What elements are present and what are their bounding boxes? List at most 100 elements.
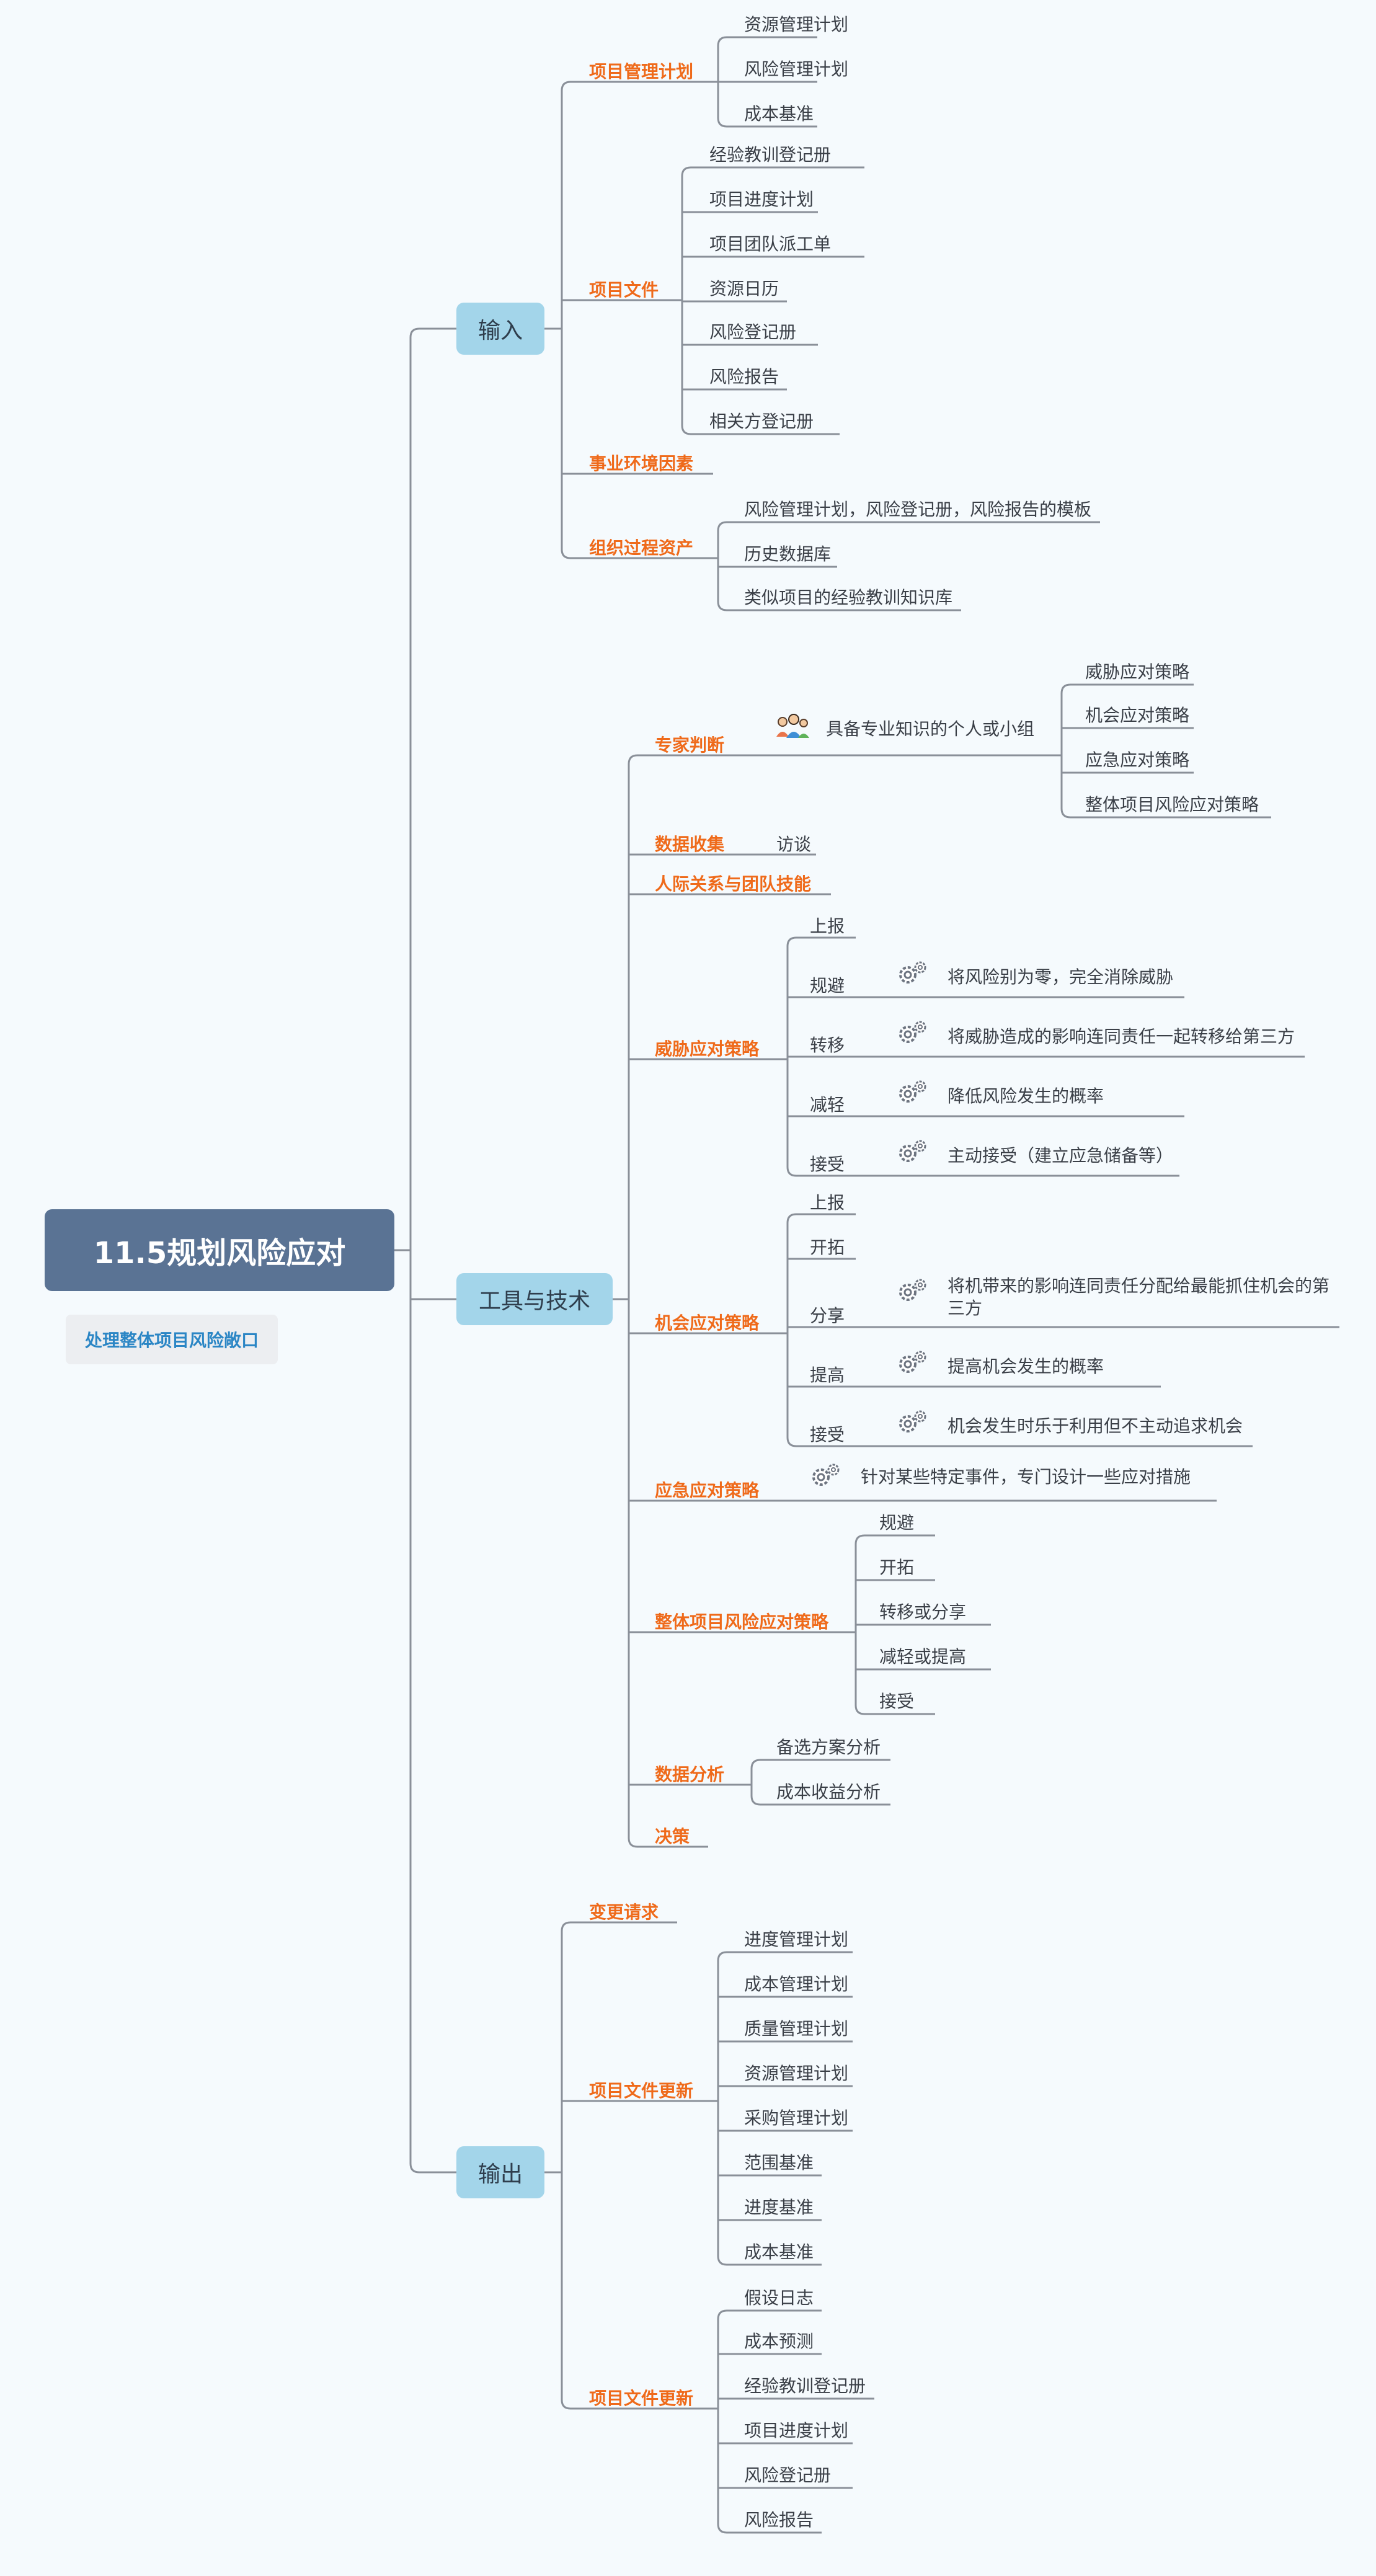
cat-overall: 整体项目风险应对策略 (655, 1612, 829, 1632)
cat-interpersonal: 人际关系与团队技能 (655, 874, 812, 894)
root-topic: 11.5规划风险应对 (45, 1209, 394, 1291)
leaf-plan-item: 成本基准 (744, 104, 814, 124)
leaf-doc-item: 项目进度计划 (709, 189, 814, 210)
leaf-plan-update-item: 进度管理计划 (744, 1929, 849, 1950)
opportunity-strategy-desc: 提高机会发生的概率 (948, 1356, 1104, 1377)
leaf-doc-item: 经验教训登记册 (709, 144, 832, 165)
cat-collect: 数据收集 (655, 834, 725, 855)
analysis-bracket-branch (750, 1759, 890, 1785)
leaf-expert-item: 整体项目风险应对策略 (1085, 794, 1259, 815)
gears-icon (812, 1463, 840, 1486)
leaf-overall-item: 转移或分享 (879, 1602, 967, 1622)
leaf-overall-item: 减轻或提高 (879, 1646, 967, 1667)
leaf-doc-item: 风险报告 (709, 366, 779, 387)
opportunity-strategy-name: 接受 (810, 1424, 845, 1445)
leaf-opa-item: 历史数据库 (744, 544, 832, 564)
leaf-analysis-item: 成本收益分析 (776, 1782, 881, 1802)
threat-bracket-branch (786, 936, 856, 1059)
leaf-doc-item: 风险登记册 (709, 322, 797, 342)
output-bracket-branch (561, 1921, 677, 2172)
plan-update-bracket-branch (717, 1951, 853, 2101)
cat-expert: 专家判断 (655, 735, 725, 755)
plan-bracket-branch (717, 36, 817, 82)
threat-bracket-branch (786, 1059, 1179, 1177)
plan-update-bracket-branch (717, 2101, 822, 2266)
cat-project-docs: 项目文件 (589, 280, 659, 300)
leaf-plan-item: 风险管理计划 (744, 59, 849, 79)
leaf-opa-item: 风险管理计划，风险登记册，风险报告的模板 (744, 499, 1092, 520)
opportunity-strategy-desc: 将机带来的影响连同责任分配给最能抓住机会的第三方 (948, 1276, 1330, 1318)
leaf-docs-update-item: 风险登记册 (744, 2465, 832, 2485)
main-branch (409, 1250, 456, 2174)
opa-bracket-branch (717, 558, 961, 611)
plan-bracket-branch (717, 82, 817, 128)
leaf-plan-update-item: 质量管理计划 (744, 2019, 849, 2039)
leaf-plan-update-item: 资源管理计划 (744, 2063, 849, 2084)
cat-analysis: 数据分析 (655, 1764, 725, 1785)
leaf-overall-item: 接受 (879, 1691, 915, 1712)
leaf-docs-update-item: 假设日志 (744, 2288, 814, 2308)
cat-change: 变更请求 (589, 1902, 659, 1922)
leaf-expert-item: 应急应对策略 (1085, 750, 1190, 770)
cat-eef: 事业环境因素 (589, 453, 694, 474)
leaf-doc-item: 项目团队派工单 (709, 234, 832, 254)
cat-threat: 威胁应对策略 (655, 1039, 760, 1059)
major-input: 输入 (456, 303, 544, 355)
cat-plan-update: 项目文件更新 (589, 2081, 694, 2101)
leaf-opa-item: 类似项目的经验教训知识库 (744, 587, 953, 608)
gears-icon (899, 1080, 926, 1103)
docs-bracket-branch (681, 166, 864, 300)
input-bracket-branch (561, 81, 713, 329)
output-bracket-branch (561, 2172, 713, 2410)
leaf-docs-update-item: 项目进度计划 (744, 2420, 849, 2441)
gears-icon (899, 1279, 926, 1301)
cat-project-plan: 项目管理计划 (589, 61, 694, 82)
opportunity-strategy-desc: 机会发生时乐于利用但不主动追求机会 (948, 1416, 1243, 1436)
leaf-plan-update-item: 成本基准 (744, 2242, 814, 2262)
gears-icon (899, 1410, 926, 1432)
leaf-analysis-item: 备选方案分析 (776, 1737, 881, 1757)
leaf-doc-item: 资源日历 (709, 278, 779, 299)
opportunity-strategy-name: 分享 (810, 1305, 845, 1326)
leaf-overall-item: 开拓 (879, 1557, 915, 1578)
opportunity-bracket-branch (786, 1213, 856, 1333)
threat-strategy-name: 接受 (810, 1154, 845, 1175)
threat-strategy-name: 转移 (810, 1035, 845, 1055)
threat-strategy-name: 规避 (810, 975, 845, 996)
cat-decision: 决策 (655, 1826, 690, 1847)
gears-icon (899, 1021, 926, 1043)
threat-strategy-desc: 将威胁造成的影响连同责任一起转移给第三方 (948, 1026, 1295, 1047)
docs-update-bracket-branch (717, 2409, 822, 2534)
overall-bracket-branch (854, 1632, 935, 1715)
threat-strategy-desc: 将风险别为零，完全消除威胁 (948, 967, 1174, 987)
leaf-expert-item: 威胁应对策略 (1085, 662, 1190, 682)
cat-docs-update: 项目文件更新 (589, 2388, 694, 2409)
gears-icon (899, 961, 926, 984)
leaf-overall-item: 规避 (879, 1512, 915, 1533)
leaf-plan-update-item: 采购管理计划 (744, 2108, 849, 2128)
threat-strategy-name: 减轻 (810, 1095, 845, 1115)
leaf-plan-item: 资源管理计划 (744, 14, 849, 35)
gears-icon (899, 1140, 926, 1162)
leaf-docs-update-item: 成本预测 (744, 2331, 814, 2352)
major-output: 输出 (456, 2146, 544, 2198)
docs-bracket-branch (681, 300, 840, 435)
gears-icon (899, 1351, 926, 1373)
leaf-docs-update-item: 风险报告 (744, 2510, 814, 2530)
opportunity-strategy-name: 开拓 (810, 1237, 845, 1258)
collect-interview: 访谈 (776, 834, 812, 855)
threat-strategy-desc: 降低风险发生的概率 (948, 1086, 1104, 1106)
opportunity-bracket-branch (786, 1333, 1253, 1447)
leaf-plan-update-item: 进度基准 (744, 2197, 814, 2218)
analysis-bracket-branch (750, 1785, 890, 1806)
leaf-doc-item: 相关方登记册 (709, 411, 814, 432)
expert-bracket-branch (1060, 683, 1194, 755)
leaf-plan-update-item: 成本管理计划 (744, 1974, 849, 1994)
opa-bracket-branch (717, 521, 1100, 558)
leaf-expert-item: 机会应对策略 (1085, 705, 1190, 726)
contingent-desc: 针对某些特定事件，专门设计一些应对措施 (861, 1467, 1191, 1487)
tools-bracket-branch (628, 754, 1054, 1299)
root-note: 处理整体项目风险敞口 (66, 1315, 278, 1364)
